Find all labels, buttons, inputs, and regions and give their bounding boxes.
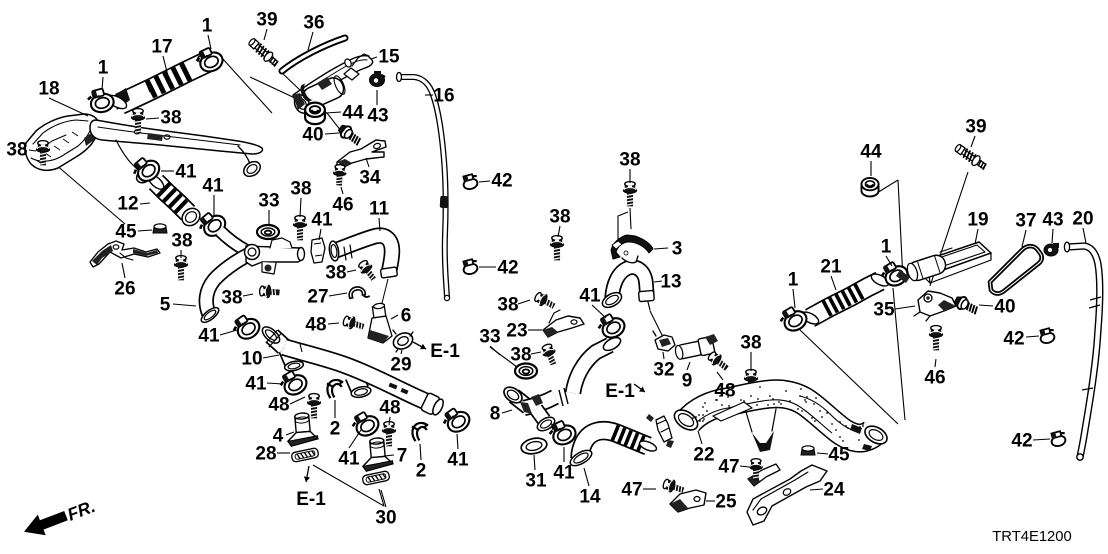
svg-text:2: 2 [416, 461, 427, 482]
svg-text:2: 2 [330, 419, 341, 440]
svg-text:41: 41 [311, 210, 333, 231]
svg-text:42: 42 [491, 171, 512, 192]
svg-text:35: 35 [873, 300, 895, 321]
svg-text:30: 30 [375, 508, 396, 529]
svg-text:48: 48 [714, 381, 735, 402]
svg-text:41: 41 [202, 176, 224, 197]
svg-text:38: 38 [160, 108, 181, 129]
svg-text:40: 40 [994, 297, 1015, 318]
svg-text:47: 47 [621, 480, 642, 501]
svg-text:45: 45 [115, 222, 137, 243]
svg-text:48: 48 [268, 395, 289, 416]
svg-text:19: 19 [967, 210, 988, 231]
svg-text:42: 42 [497, 258, 518, 279]
svg-text:38: 38 [740, 333, 761, 354]
svg-text:46: 46 [332, 195, 353, 216]
svg-text:38: 38 [510, 345, 531, 366]
svg-text:17: 17 [151, 37, 172, 58]
svg-text:E-1: E-1 [605, 381, 635, 402]
svg-text:25: 25 [715, 492, 737, 513]
svg-text:39: 39 [256, 10, 277, 31]
svg-text:44: 44 [860, 142, 882, 163]
svg-text:E-1: E-1 [430, 341, 460, 362]
svg-text:20: 20 [1072, 209, 1093, 230]
svg-text:6: 6 [401, 306, 412, 327]
svg-text:27: 27 [307, 287, 328, 308]
svg-text:38: 38 [325, 263, 346, 284]
svg-text:41: 41 [447, 450, 469, 471]
svg-text:7: 7 [397, 446, 408, 467]
svg-text:48: 48 [379, 398, 400, 419]
svg-text:33: 33 [258, 191, 279, 212]
svg-text:40: 40 [302, 125, 323, 146]
svg-text:43: 43 [1042, 210, 1063, 231]
svg-text:24: 24 [823, 480, 845, 501]
svg-text:36: 36 [303, 13, 324, 34]
svg-text:34: 34 [359, 168, 381, 189]
svg-text:4: 4 [273, 426, 284, 447]
svg-text:11: 11 [369, 199, 390, 220]
svg-text:45: 45 [828, 445, 850, 466]
svg-text:41: 41 [553, 463, 575, 484]
svg-text:41: 41 [245, 374, 267, 395]
svg-text:38: 38 [290, 179, 311, 200]
svg-text:38: 38 [549, 207, 570, 228]
svg-text:22: 22 [693, 445, 714, 466]
svg-text:14: 14 [579, 487, 601, 508]
svg-text:3: 3 [672, 239, 683, 260]
svg-text:9: 9 [682, 371, 693, 392]
svg-text:38: 38 [171, 231, 192, 252]
svg-text:39: 39 [965, 117, 986, 138]
svg-text:5: 5 [160, 295, 171, 316]
svg-text:38: 38 [619, 150, 640, 171]
svg-text:TRT4E1200: TRT4E1200 [992, 529, 1072, 545]
svg-text:46: 46 [924, 368, 945, 389]
svg-text:13: 13 [660, 272, 681, 293]
svg-text:23: 23 [506, 321, 527, 342]
svg-text:18: 18 [38, 79, 59, 100]
svg-text:1: 1 [98, 58, 109, 79]
svg-text:1: 1 [881, 237, 892, 258]
svg-text:42: 42 [1003, 329, 1024, 350]
svg-text:41: 41 [175, 162, 197, 183]
svg-text:16: 16 [433, 86, 454, 107]
svg-text:41: 41 [579, 286, 601, 307]
svg-text:1: 1 [788, 270, 799, 291]
svg-text:E-1: E-1 [296, 489, 326, 510]
svg-text:41: 41 [198, 326, 220, 347]
svg-text:48: 48 [305, 315, 326, 336]
svg-text:47: 47 [718, 457, 739, 478]
svg-text:41: 41 [338, 449, 360, 470]
svg-text:38: 38 [221, 288, 242, 309]
svg-text:12: 12 [117, 194, 138, 215]
svg-text:32: 32 [653, 360, 674, 381]
svg-text:38: 38 [6, 140, 27, 161]
svg-text:42: 42 [1011, 431, 1032, 452]
svg-text:8: 8 [490, 404, 501, 425]
svg-text:38: 38 [497, 295, 518, 316]
svg-text:37: 37 [1015, 211, 1036, 232]
svg-text:26: 26 [114, 279, 135, 300]
svg-text:1: 1 [202, 16, 213, 37]
svg-text:28: 28 [255, 444, 276, 465]
svg-text:33: 33 [479, 327, 500, 348]
svg-text:43: 43 [367, 106, 388, 127]
svg-text:15: 15 [378, 47, 400, 68]
svg-text:29: 29 [390, 355, 411, 376]
svg-text:10: 10 [241, 349, 262, 370]
svg-text:31: 31 [525, 471, 547, 492]
svg-text:44: 44 [342, 103, 364, 124]
svg-text:21: 21 [820, 257, 842, 278]
